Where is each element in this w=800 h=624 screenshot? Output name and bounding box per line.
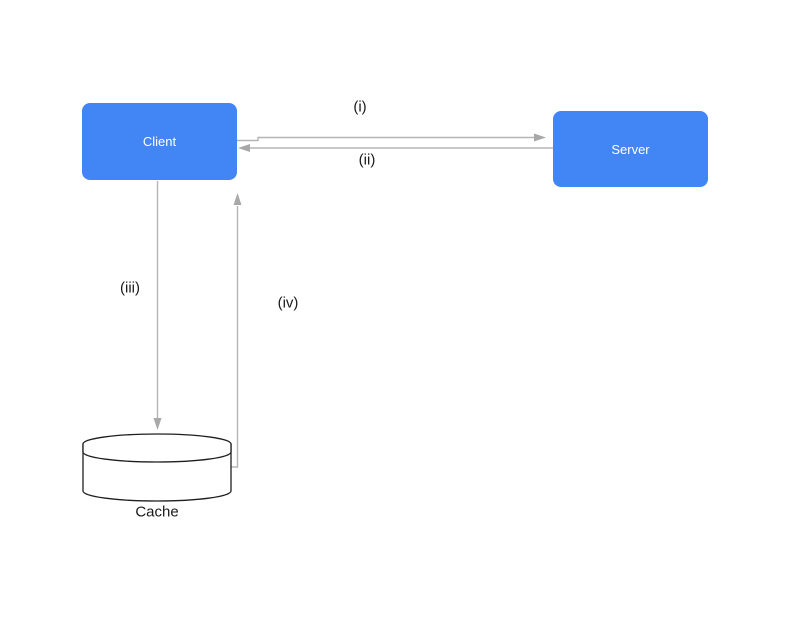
edge-label-iv: (iv) <box>277 294 299 312</box>
arrow-ii-left-arrowhead-icon <box>238 144 250 152</box>
arrow-i-line <box>237 136 534 142</box>
arrow-iv-line <box>230 206 239 468</box>
node-server-label: Server <box>611 141 650 157</box>
node-cache-cylinder <box>82 433 232 502</box>
arrow-client-to-server <box>237 133 546 142</box>
node-server: Server <box>553 111 708 187</box>
arrow-cache-to-client <box>230 193 242 468</box>
cylinder-lid-arc <box>82 444 232 463</box>
arrow-i-right-arrowhead-icon <box>534 133 546 142</box>
arrow-client-to-cache <box>153 181 162 430</box>
edge-label-i: (i) <box>353 98 367 116</box>
node-cache-label: Cache <box>135 503 179 521</box>
arrow-server-to-client <box>238 144 553 152</box>
edge-label-iii: (iii) <box>120 279 140 297</box>
arrow-iv-up-arrowhead-icon <box>233 193 242 205</box>
arrow-iii-down-arrowhead-icon <box>153 418 162 430</box>
node-client-label: Client <box>142 134 177 149</box>
node-client: Client <box>82 103 237 180</box>
edge-label-ii: (ii) <box>358 151 376 169</box>
